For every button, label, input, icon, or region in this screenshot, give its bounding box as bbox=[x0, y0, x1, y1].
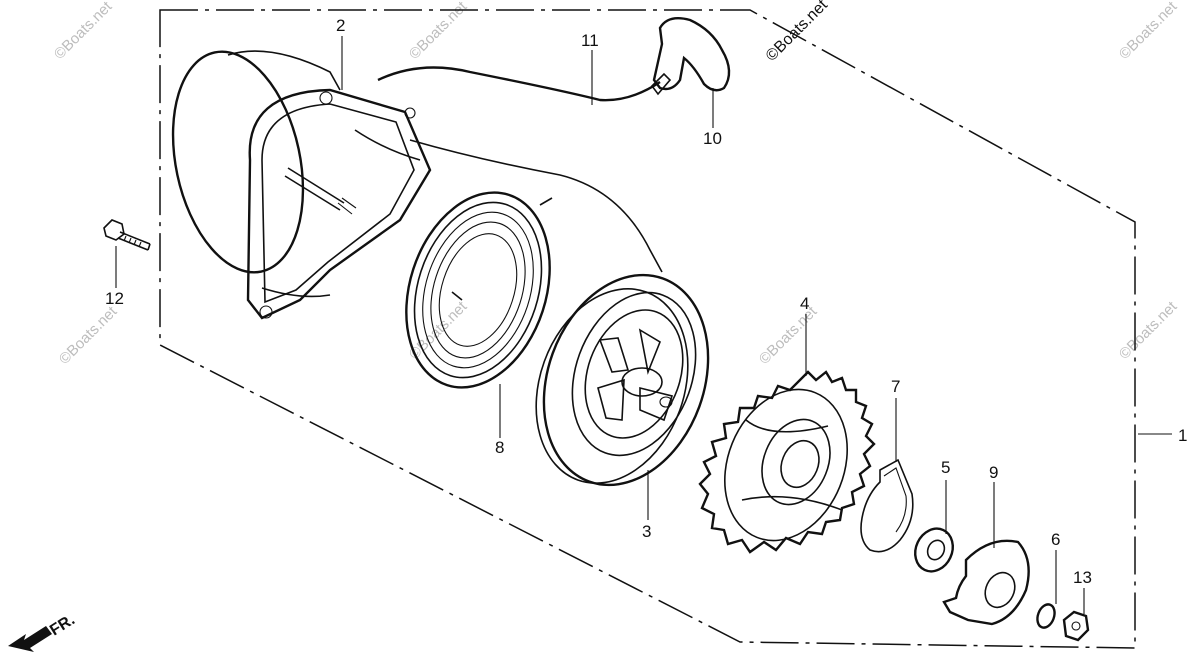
watermark: ©Boats.net bbox=[51, 0, 116, 63]
part-nut bbox=[1062, 610, 1090, 642]
callouts: 1 2 3 4 5 6 7 8 9 10 11 12 13 bbox=[105, 16, 1187, 587]
callout-11: 11 bbox=[581, 31, 599, 50]
watermark: ©Boats.net bbox=[1116, 298, 1181, 363]
watermark: ©Boats.net bbox=[56, 303, 121, 368]
callout-13: 13 bbox=[1073, 568, 1092, 587]
part-friction-spring bbox=[860, 458, 914, 553]
callout-10: 10 bbox=[703, 129, 722, 148]
part-starter-rope bbox=[377, 66, 663, 273]
watermark-top: ©Boats.net bbox=[763, 0, 832, 65]
callout-9: 9 bbox=[989, 463, 998, 482]
callout-8: 8 bbox=[495, 438, 504, 457]
front-direction-indicator: FR. bbox=[8, 611, 78, 652]
part-reel bbox=[535, 273, 710, 487]
part-recoil-spring bbox=[405, 191, 553, 389]
callout-12: 12 bbox=[105, 289, 124, 308]
callout-6: 6 bbox=[1051, 530, 1060, 549]
part-starter-handle bbox=[650, 17, 731, 96]
callout-4: 4 bbox=[800, 294, 809, 313]
watermark: ©Boats.net bbox=[1116, 0, 1181, 63]
callout-5: 5 bbox=[941, 458, 950, 477]
part-starter-case bbox=[171, 50, 432, 320]
part-ratchet bbox=[698, 370, 876, 554]
part-small-washer bbox=[1036, 603, 1056, 629]
watermark: ©Boats.net bbox=[756, 303, 821, 368]
callout-2: 2 bbox=[336, 16, 345, 35]
callout-1: 1 bbox=[1178, 426, 1187, 445]
callout-3: 3 bbox=[642, 522, 651, 541]
part-friction-plate bbox=[942, 539, 1030, 626]
leader-lines bbox=[115, 36, 1172, 614]
part-washer bbox=[914, 527, 954, 573]
watermarks: ©Boats.net ©Boats.net ©Boats.net ©Boats.… bbox=[51, 0, 1181, 368]
assembly-boundary bbox=[159, 9, 1136, 649]
callout-7: 7 bbox=[891, 377, 900, 396]
direction-label: FR. bbox=[47, 611, 78, 639]
arrow-icon bbox=[8, 626, 52, 652]
part-bolt bbox=[103, 219, 151, 251]
